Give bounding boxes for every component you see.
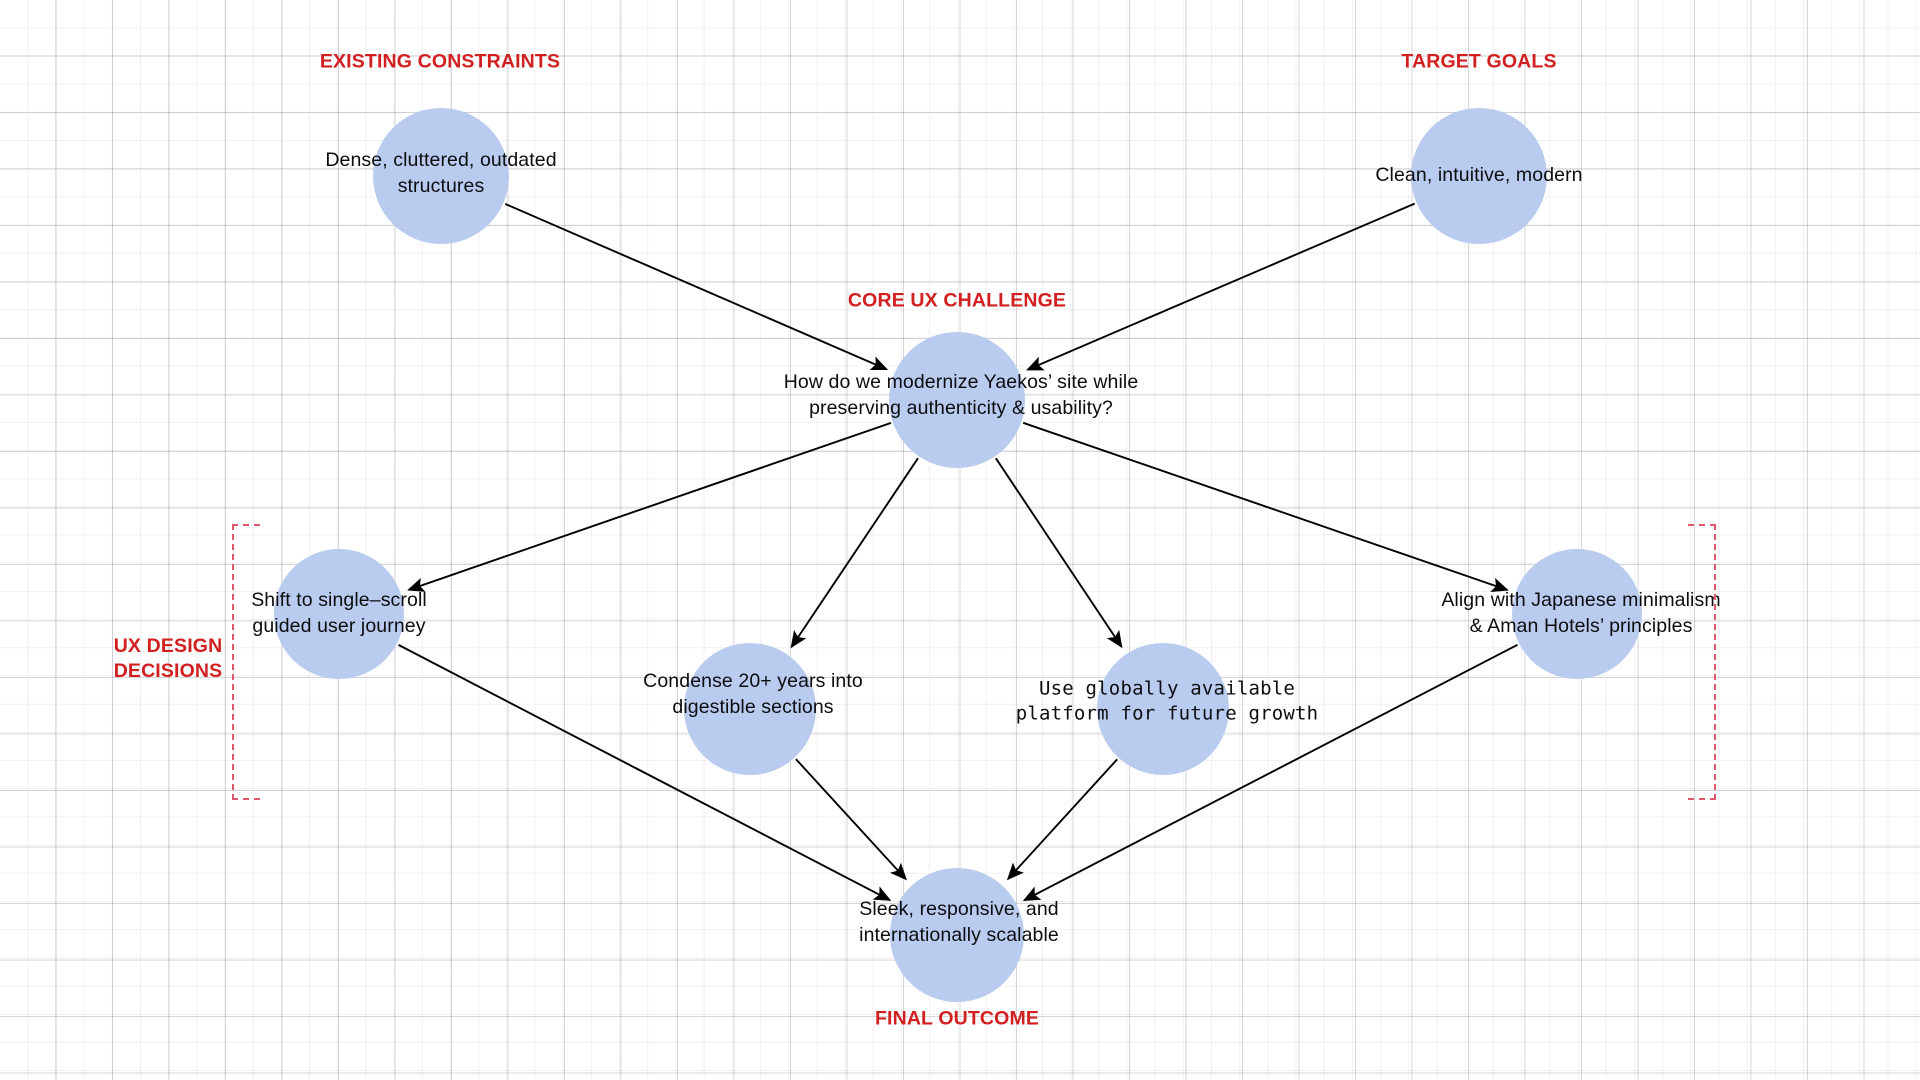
node-label-core-challenge: How do we modernize Yaekos’ site while p… — [783, 371, 1139, 419]
edge-core-to-minimalism — [1022, 421, 1509, 592]
node-clean-intuitive[interactable] — [1411, 108, 1547, 244]
edge-clean-to-core — [1026, 202, 1416, 371]
section-label-target-goals: TARGET GOALS — [1401, 50, 1557, 73]
node-single-scroll[interactable] — [274, 549, 404, 679]
node-label-condense-years: Condense 20+ years into digestible secti… — [643, 670, 863, 718]
bracket-left — [232, 524, 260, 800]
edge-core-to-scroll — [407, 422, 892, 592]
node-final-result[interactable] — [890, 868, 1024, 1002]
node-label-global-platform: Use globally available platform for futu… — [1015, 677, 1319, 725]
node-core-challenge[interactable] — [889, 332, 1025, 468]
edge-core-to-platform — [995, 457, 1123, 649]
node-dense-cluttered[interactable] — [373, 108, 509, 244]
bracket-right — [1688, 524, 1716, 800]
node-label-dense-cluttered: Dense, cluttered, outdated structures — [325, 149, 557, 197]
edge-dense-to-core — [504, 203, 889, 371]
section-label-ux-design-decisions: UX DESIGN DECISIONS — [113, 635, 223, 682]
edge-condense-to-final — [795, 758, 907, 881]
section-label-existing-constraints: EXISTING CONSTRAINTS — [319, 50, 561, 73]
node-label-final-result: Sleek, responsive, and internationally s… — [859, 898, 1059, 946]
node-condense-years[interactable] — [684, 643, 816, 775]
edge-core-to-condense — [790, 457, 919, 649]
section-label-core-ux-challenge: CORE UX CHALLENGE — [847, 289, 1067, 312]
node-label-japanese-minimal: Align with Japanese minimalism & Aman Ho… — [1441, 589, 1721, 637]
node-japanese-minimal[interactable] — [1512, 549, 1642, 679]
node-label-clean-intuitive: Clean, intuitive, modern — [1375, 164, 1583, 187]
node-label-single-scroll: Shift to single–scroll guided user journ… — [251, 589, 427, 637]
edge-platform-to-final — [1006, 758, 1118, 881]
node-global-platform[interactable] — [1097, 643, 1229, 775]
section-label-final-outcome: FINAL OUTCOME — [874, 1007, 1040, 1030]
